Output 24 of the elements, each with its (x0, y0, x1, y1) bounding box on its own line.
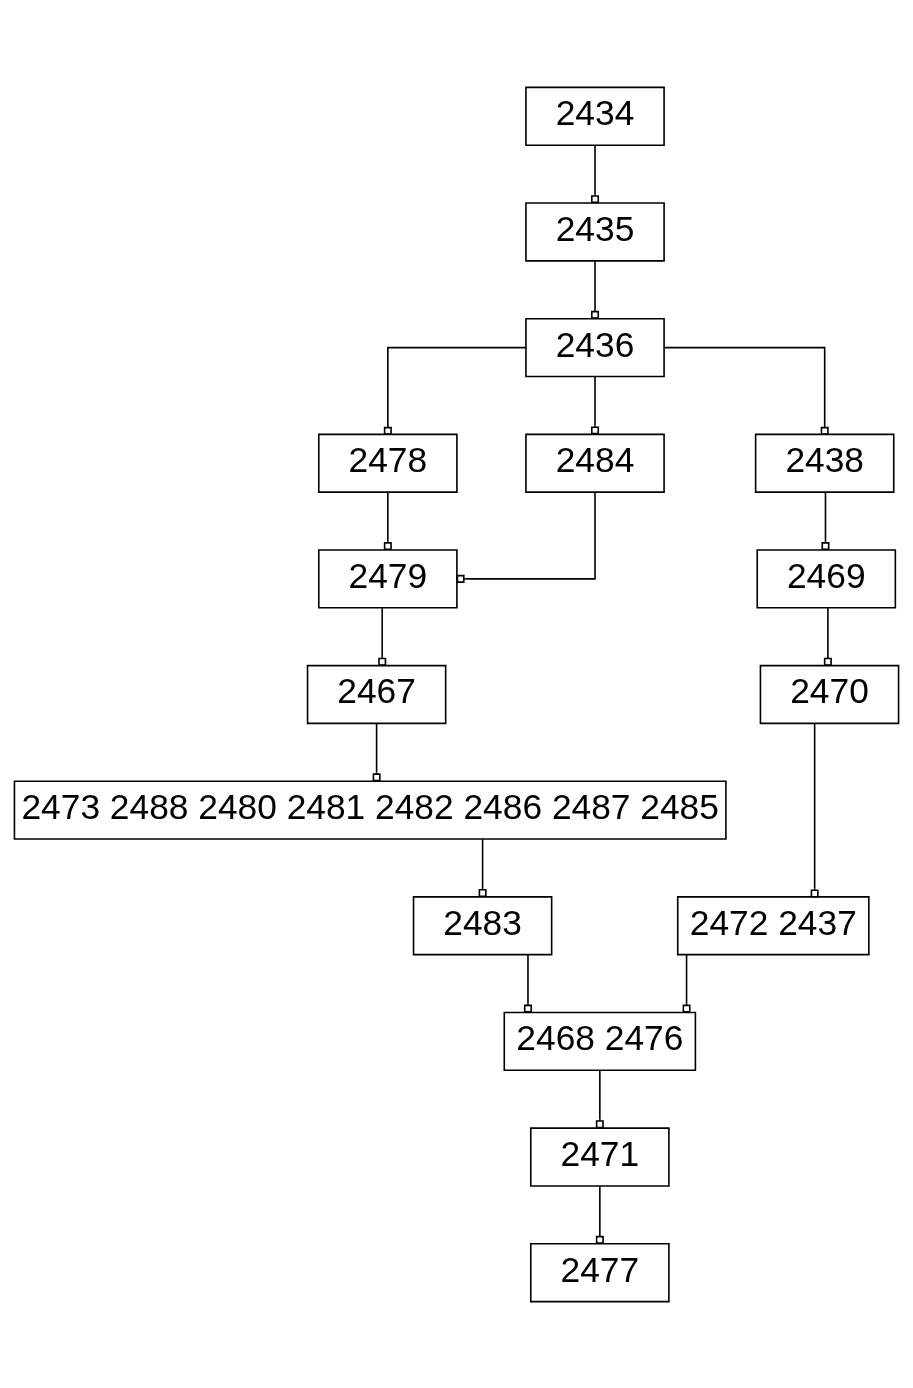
node-box: 2484 (525, 433, 665, 493)
node-box: 2438 (754, 433, 895, 493)
node-box: 2477 (529, 1242, 670, 1302)
node-box: 2435 (525, 201, 665, 262)
node-box: 2434 (525, 86, 665, 146)
node-box: 2472 2437 (676, 895, 870, 955)
node-box: 2468 2476 (503, 1011, 697, 1071)
node-box: 2469 (756, 548, 897, 609)
node-box: 2483 (412, 895, 553, 955)
connector (823, 606, 832, 666)
connector (591, 259, 600, 319)
node-box: 2478 (317, 433, 458, 493)
connector (378, 606, 387, 666)
connector (591, 144, 600, 203)
connector (383, 491, 392, 550)
connector (595, 1184, 604, 1244)
node-box: 2473 2488 2480 2481 2482 2486 2487 2485 (13, 779, 727, 840)
node-box: 2479 (317, 548, 458, 609)
node-box: 2470 (759, 664, 900, 724)
node-box: 2467 (306, 664, 447, 724)
connector (595, 1069, 604, 1128)
node-box: 2436 (525, 317, 665, 377)
node-box: 2471 (529, 1126, 670, 1187)
connector (383, 346, 527, 435)
